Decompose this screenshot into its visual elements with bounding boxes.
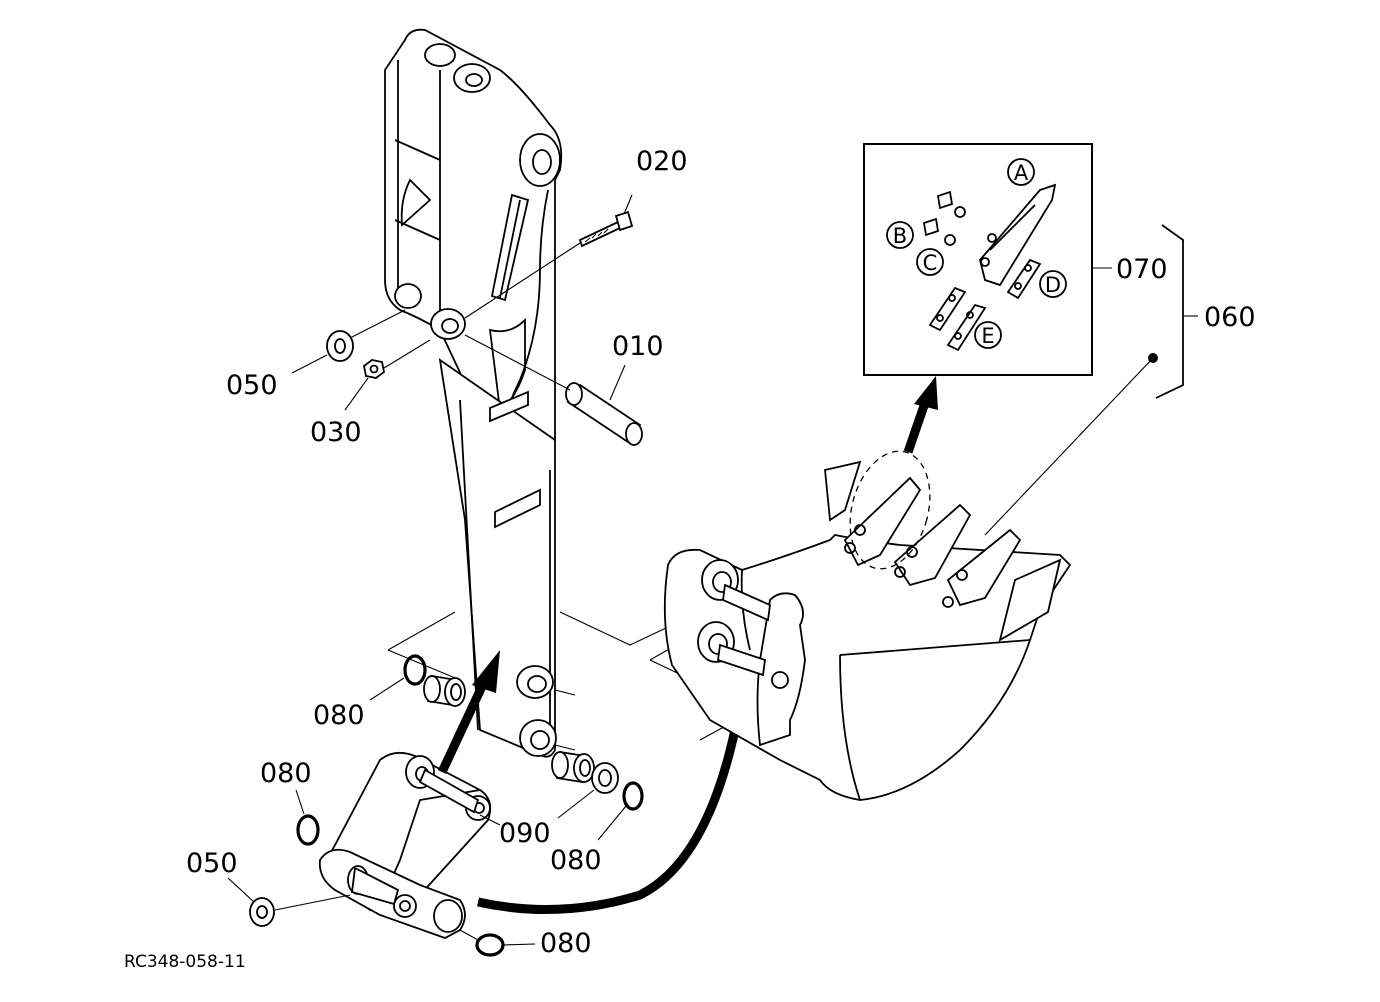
callout-090: 090 <box>499 818 551 849</box>
drawing-code: RC348-058-11 <box>124 952 246 972</box>
o-ring-080-b <box>622 781 644 811</box>
o-ring-080-a <box>403 654 427 686</box>
bushing-left <box>423 674 466 707</box>
callout-030: 030 <box>310 417 362 448</box>
callout-060: 060 <box>1204 302 1256 333</box>
bolt-020 <box>578 210 634 248</box>
inset-label-c: C <box>923 251 938 275</box>
washer-090 <box>591 762 619 794</box>
callout-020: 020 <box>636 146 688 177</box>
callout-080-c: 080 <box>260 758 312 789</box>
callout-080-a: 080 <box>313 700 365 731</box>
inset-label-e: E <box>981 324 994 348</box>
nut-030 <box>363 359 385 379</box>
o-ring-080-c <box>296 814 320 846</box>
link <box>318 751 492 939</box>
arm <box>384 28 576 758</box>
inset-label-d: D <box>1045 273 1061 297</box>
pin-010 <box>565 382 643 446</box>
callout-050-bottom: 050 <box>186 848 238 879</box>
bucket <box>663 450 1072 801</box>
callout-010: 010 <box>612 331 664 362</box>
inset-label-b: B <box>893 224 907 248</box>
inset-label-a: A <box>1014 161 1029 185</box>
callout-050-top: 050 <box>226 370 278 401</box>
washer-050-top <box>326 330 354 362</box>
tooth-kit-inset <box>863 143 1093 376</box>
bushing-right <box>551 750 595 784</box>
bracket-060 <box>1155 224 1184 399</box>
o-ring-080-d <box>475 933 505 957</box>
washer-050-bottom <box>249 897 275 927</box>
callout-080-b: 080 <box>550 845 602 876</box>
callout-070: 070 <box>1116 254 1168 285</box>
callout-080-d: 080 <box>540 928 592 959</box>
